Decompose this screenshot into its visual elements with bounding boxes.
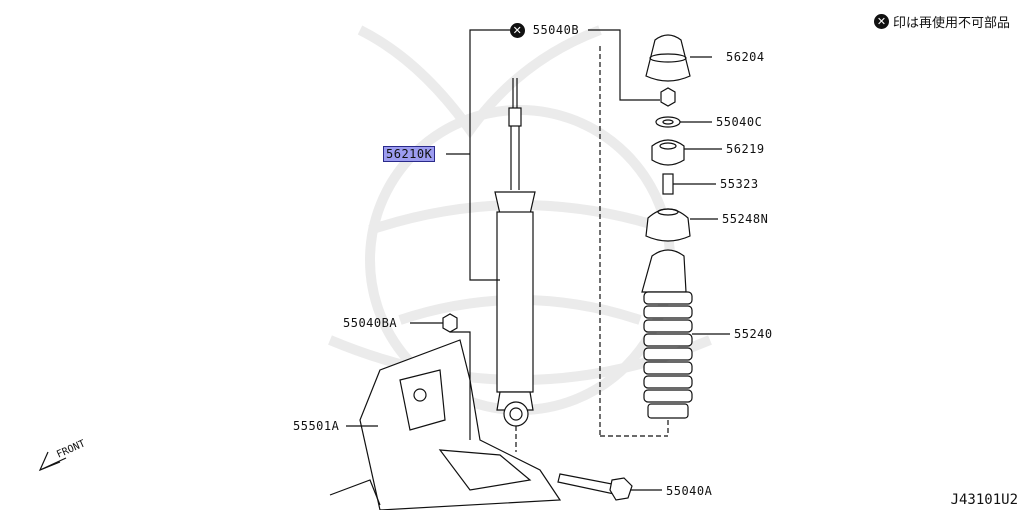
note-text: 印は再使用不可部品 (892, 16, 1010, 31)
front-arrow (38, 451, 67, 472)
bushing-drawing (651, 139, 685, 166)
washer-drawing (655, 116, 681, 128)
part-label-55248n[interactable]: 55248N (722, 212, 769, 226)
knuckle-drawing (329, 339, 562, 511)
nut-drawing (660, 87, 676, 107)
part-label-55040b[interactable]: ✕ 55040B (510, 23, 579, 38)
part-label-55501a[interactable]: 55501A (293, 419, 340, 433)
dash-lines (515, 46, 669, 452)
collar-drawing (662, 173, 674, 195)
mount-insulator-drawing (645, 208, 691, 242)
shock-absorber-drawing (494, 78, 536, 427)
nut-small-drawing (442, 313, 458, 333)
leader-lines (346, 29, 730, 491)
part-label-56210k[interactable]: 56210K (383, 146, 436, 162)
part-label-55040a[interactable]: 55040A (666, 484, 713, 498)
diagram-code: J43101U2 (950, 492, 1018, 508)
part-label-55240[interactable]: 55240 (734, 327, 773, 341)
non-reusable-note: ✕ 印は再使用不可部品 (873, 12, 1010, 31)
part-number-highlighted: 56210K (383, 146, 436, 162)
part-label-56219[interactable]: 56219 (726, 142, 765, 156)
part-label-55040ba[interactable]: 55040BA (343, 316, 398, 330)
non-reusable-icon: ✕ (873, 14, 889, 29)
part-label-55040c[interactable]: 55040C (716, 115, 763, 129)
dust-boot-drawing (641, 249, 693, 419)
part-label-55323[interactable]: 55323 (720, 177, 759, 191)
part-number: 55040B (532, 23, 580, 37)
part-label-56204[interactable]: 56204 (726, 50, 765, 64)
bolt-drawing (557, 473, 633, 501)
non-reusable-icon: ✕ (510, 23, 525, 38)
bump-stopper-drawing (645, 34, 691, 82)
